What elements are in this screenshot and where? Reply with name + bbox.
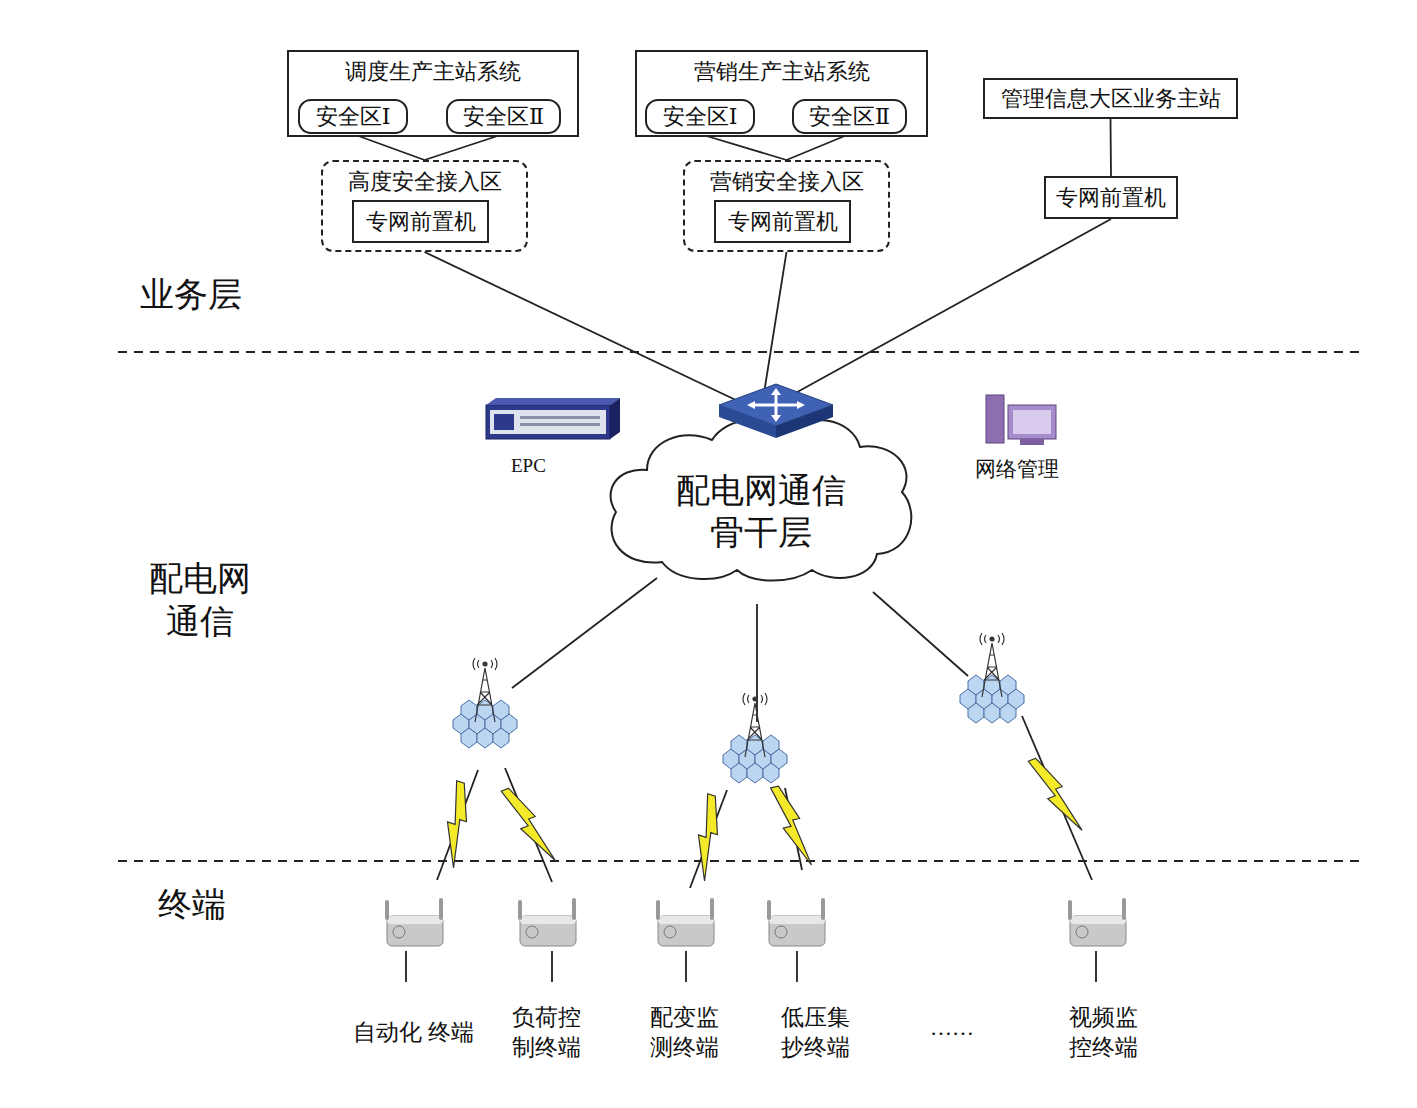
zone-pill: 安全区Ⅰ [645,99,755,134]
connector-line [353,134,425,160]
box-label: 配电网通信 骨干层 [661,470,861,555]
station-box: 营销生产主站系统安全区Ⅰ 安全区Ⅱ [635,50,928,137]
box-label: 安全区Ⅰ [316,103,391,131]
connector-line [1110,119,1112,176]
box-label: 低压集 抄终端 [749,1003,881,1063]
terminal-box: 视频监 控终端 [1037,982,1169,1083]
box-label: 安全区Ⅱ [463,103,544,131]
connector-line [425,134,504,160]
zone-pill: 安全区Ⅱ [446,99,561,134]
box-label: 负荷控 制终端 [480,1003,612,1063]
ellipsis: …… [930,1015,974,1041]
terminal-box: 负荷控 制终端 [480,982,612,1083]
layer-label: 配电网 通信 [140,558,260,643]
layer-label: 终端 [158,882,226,928]
box-label: 专网前置机 [366,208,476,236]
zone-pill: 安全区Ⅱ [792,99,907,134]
access-zone: 高度安全接入区专网前置机 [321,160,528,252]
zone-pill: 安全区Ⅰ [298,99,408,134]
box-label: 管理信息大区业务主站 [1001,85,1221,113]
front-end-box: 专网前置机 [352,200,489,243]
terminal-box: 低压集 抄终端 [749,982,881,1083]
connector-line [425,252,762,412]
connector-line [761,219,1111,412]
box-label: 安全区Ⅱ [809,103,890,131]
connector-line [700,134,787,160]
station-box: 调度生产主站系统安全区Ⅰ 安全区Ⅱ [287,50,579,137]
box-label: 专网前置机 [1056,184,1166,212]
access-zone: 营销安全接入区专网前置机 [683,160,890,252]
terminal-box: 自动化 终端 [348,982,479,1083]
front-end-box: 专网前置机 [1044,176,1178,219]
box-label: 视频监 控终端 [1037,1003,1169,1063]
box-heading: 调度生产主站系统 [289,58,577,86]
box-label: 专网前置机 [728,208,838,236]
box-heading: 营销安全接入区 [685,168,888,196]
box-label: 安全区Ⅰ [663,103,738,131]
device-label: 网络管理 [975,455,1059,483]
box-label: 配变监 测终端 [618,1003,750,1063]
layer-label: 业务层 [140,272,242,318]
station-box: 管理信息大区业务主站 [983,78,1238,119]
connector-line [787,134,850,160]
terminal-box: 配变监 测终端 [618,982,750,1083]
device-label: EPC [511,455,546,477]
box-label: 自动化 终端 [353,1018,474,1048]
front-end-box: 专网前置机 [714,200,851,243]
box-heading: 高度安全接入区 [323,168,526,196]
box-heading: 营销生产主站系统 [637,58,926,86]
backbone-cloud: 配电网通信 骨干层 [602,412,920,584]
